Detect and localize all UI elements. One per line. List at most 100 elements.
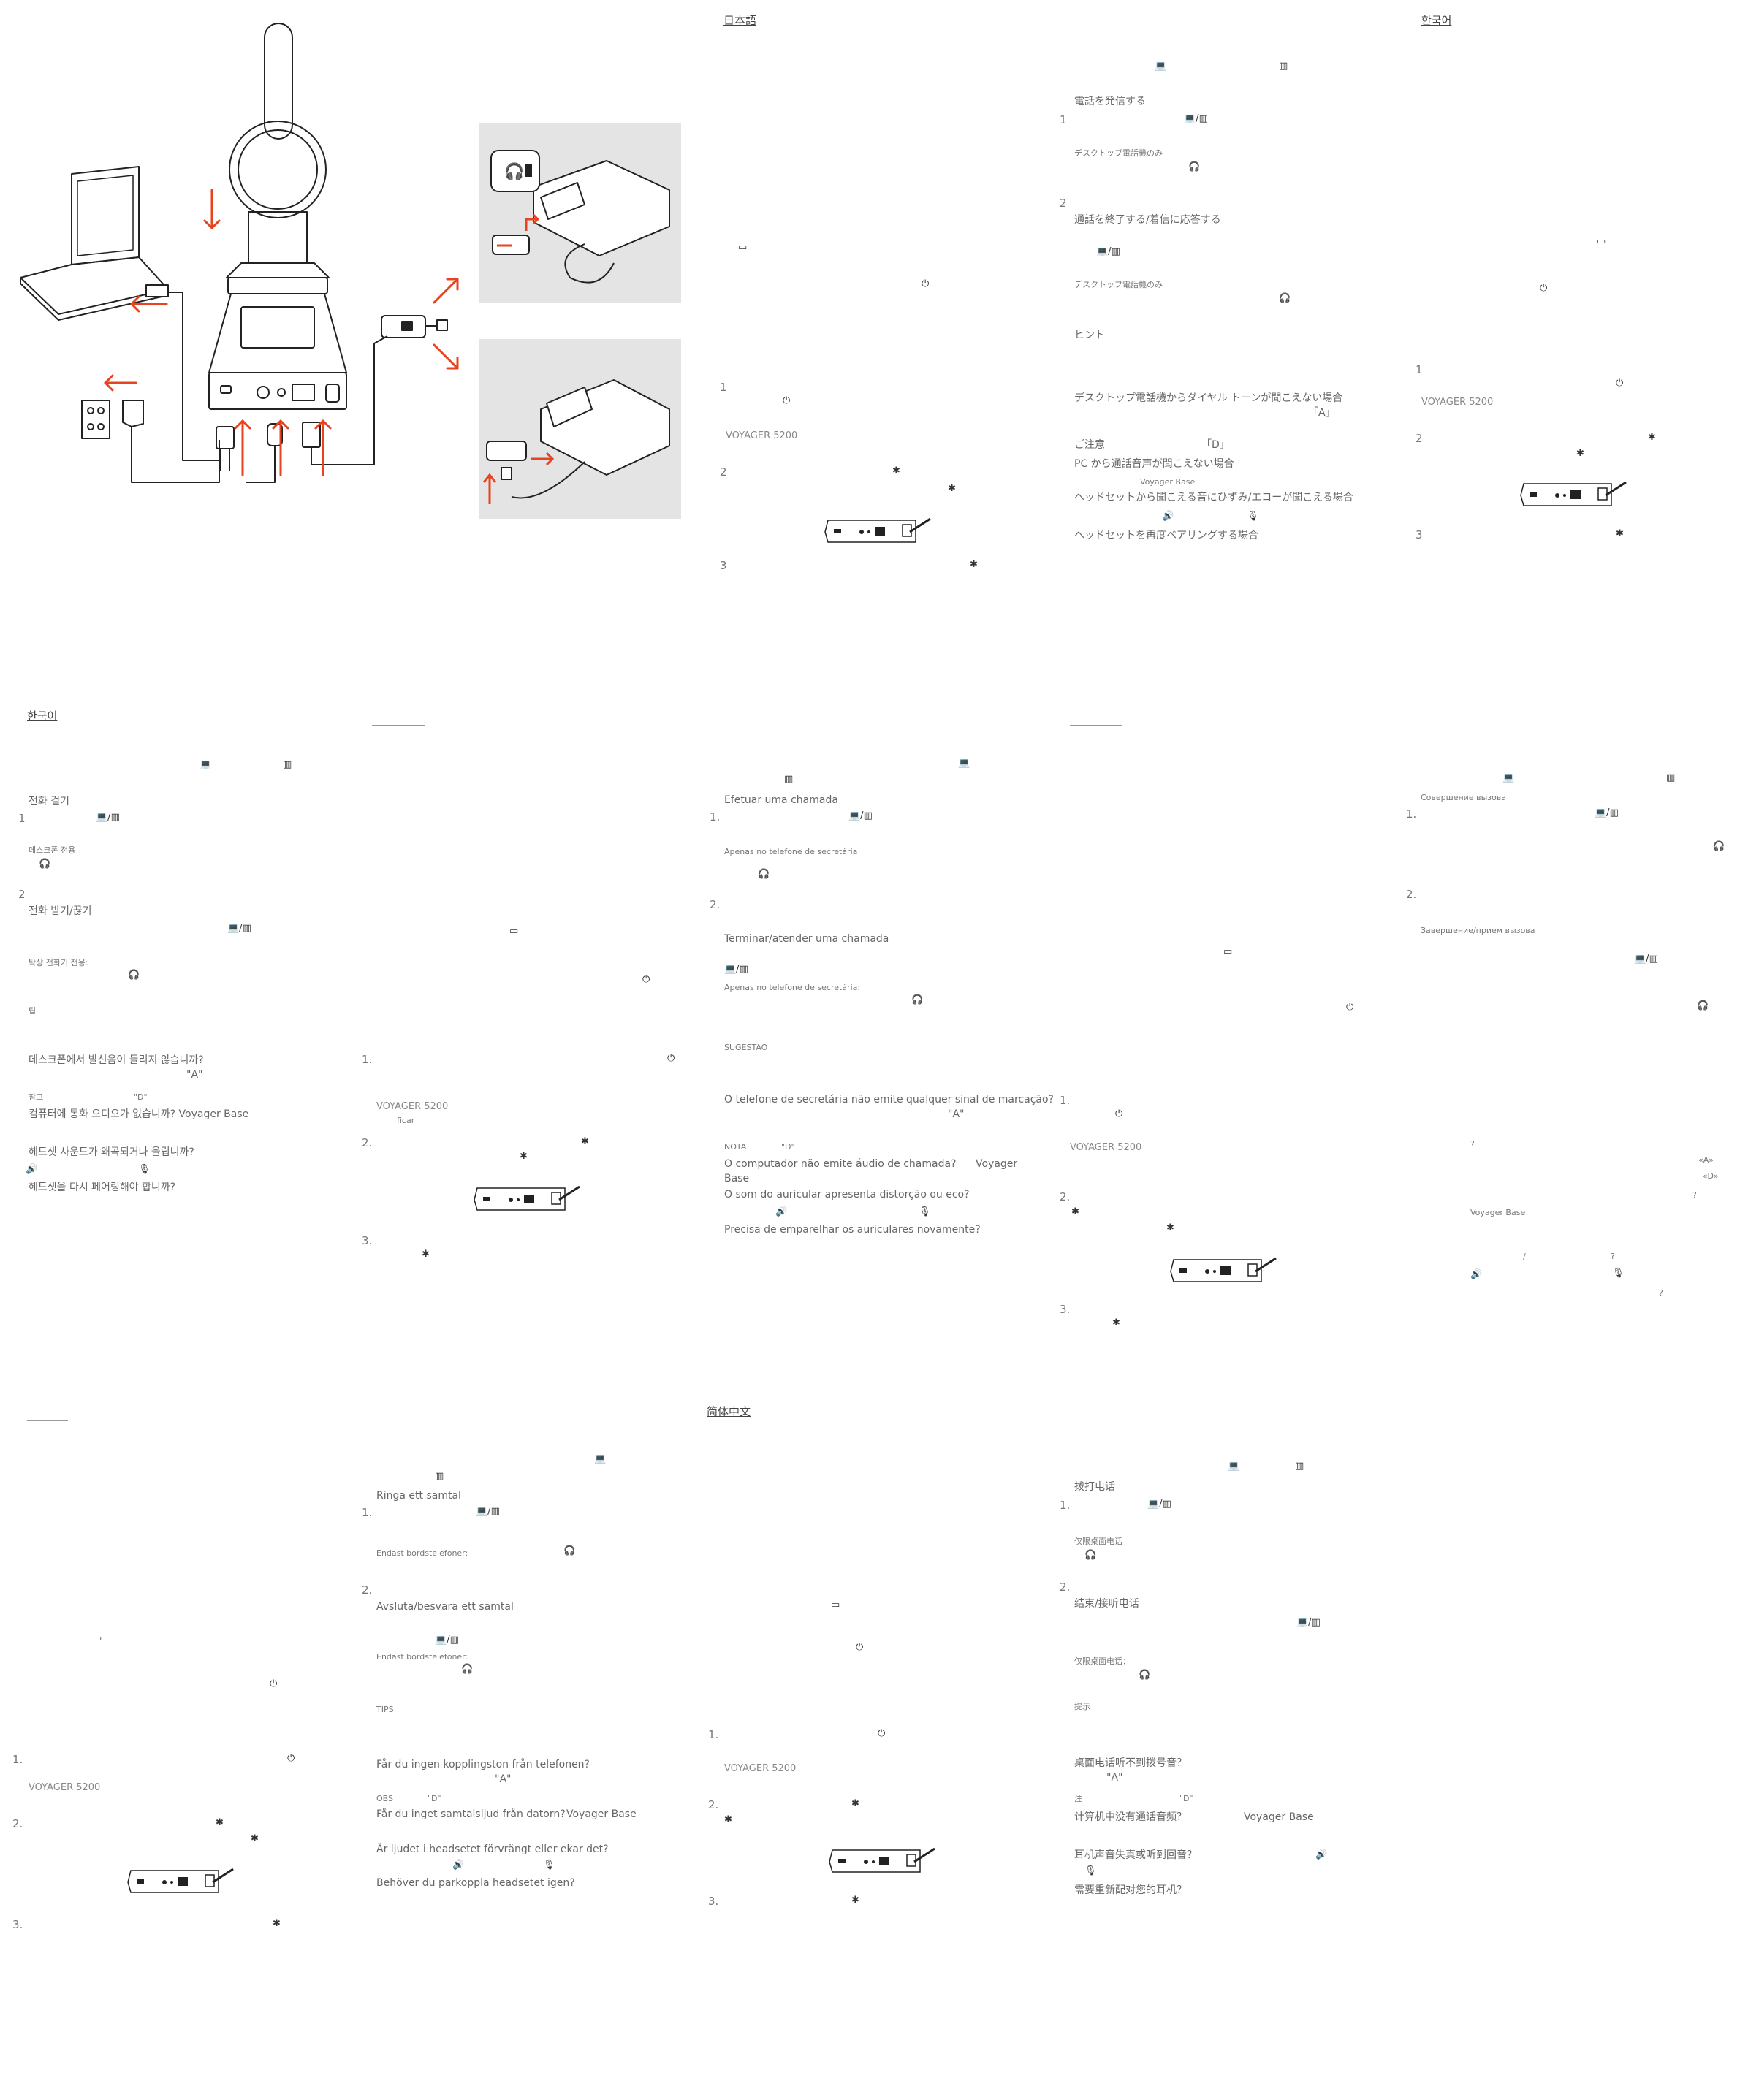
product-name: VOYAGER 5200 — [1421, 397, 1494, 408]
step-number: 2 — [18, 888, 26, 901]
note-label: NOTA — [724, 1142, 747, 1152]
volume-icon: 🔊 — [26, 1164, 38, 1175]
make-call-heading: 전화 걸기 — [29, 796, 69, 807]
laptop-icon: 💻/▥ — [724, 964, 748, 975]
headset-illustration — [229, 23, 327, 264]
voyager-label: Voyager — [976, 1158, 1018, 1170]
japanese-section-continued: 💻 ▥ 電話を発信する 1 💻/▥ デスクトップ電話機のみ 🎧 2 通話を終了す… — [1060, 58, 1403, 753]
step-number: 1. — [362, 1506, 373, 1519]
headset-icon: 🎧 — [1139, 1670, 1151, 1681]
base-ports-illustration — [829, 1847, 935, 1873]
battery-icon: ▭ — [831, 1599, 840, 1610]
desk-phone-icon: ▥ — [1295, 1461, 1304, 1472]
tip-label: SUGESTÃO — [724, 1043, 768, 1052]
step-number: 3. — [1060, 1303, 1071, 1316]
step-number: 2. — [710, 898, 721, 911]
desk-phone-only-label: Endast bordstelefoner: — [376, 1548, 468, 1558]
step-number: 2. — [1060, 1190, 1071, 1203]
bluetooth-icon: ✱ — [1576, 448, 1584, 459]
faq-repair: ヘッドセットを再度ペアリングする場合 — [1074, 530, 1258, 541]
bluetooth-icon: ✱ — [851, 1798, 859, 1809]
headset-icon: 🎧 — [758, 869, 770, 880]
question-mark: ? — [1470, 1139, 1475, 1149]
tip-label: 팁 — [29, 1006, 37, 1016]
mute-icon: 🎙 — [543, 1860, 555, 1871]
end-answer-heading: Terminar/atender uma chamada — [724, 933, 889, 945]
faq-distortion: ヘッドセットから聞こえる音にひずみ/エコーが聞こえる場合 — [1074, 492, 1353, 503]
desk-phone-only-label: 탁상 전화기 전용: — [29, 958, 88, 967]
headset-icon: 🎧 — [1188, 161, 1201, 172]
question-mark: ? — [1659, 1288, 1663, 1298]
bluetooth-icon: ✱ — [1112, 1317, 1120, 1328]
switch-setting-a: "A" — [186, 1069, 203, 1081]
power-icon: ⏻ — [1346, 1002, 1354, 1013]
question-mark: ? — [1692, 1190, 1697, 1200]
bluetooth-icon: ✱ — [1648, 432, 1656, 443]
heading-underline — [27, 1420, 68, 1421]
end-answer-heading: 通話を終了する/着信に応答する — [1074, 214, 1221, 226]
step-number: 2. — [12, 1817, 23, 1830]
bluetooth-icon: ✱ — [948, 483, 956, 494]
product-name: VOYAGER 5200 — [726, 430, 798, 441]
desk-phone-only-label: Endast bordstelefoner: — [376, 1652, 468, 1662]
laptop-icon: 💻/▥ — [1147, 1499, 1171, 1510]
unknown-language-section-1: 1. ⏻ VOYAGER 5200 ficar 2. ✱ ✱ 3. ✱ — [362, 710, 705, 1404]
laptop-icon: 💻/▥ — [435, 1635, 459, 1646]
faq-dial-tone: Får du ingen kopplingston från telefonen… — [376, 1759, 590, 1770]
volume-icon: 🔊 — [452, 1860, 465, 1871]
laptop-icon: 💻 — [958, 758, 970, 769]
base-label: Base — [724, 1173, 750, 1184]
bluetooth-icon: ✱ — [1166, 1222, 1174, 1233]
step-number: 2. — [708, 1798, 719, 1811]
switch-setting-d: "D" — [134, 1092, 148, 1102]
headset-icon: 🎧 — [1697, 1000, 1709, 1011]
switch-setting-a: "A" — [948, 1108, 965, 1120]
bluetooth-icon: ✱ — [581, 1136, 589, 1147]
japanese-section: 日本語 ▭ ⏻ 1 ⏻ VOYAGER 5200 2 ✱ ✱ 3 ✱ — [720, 15, 1063, 709]
faq-pc-audio: Får du inget samtalsljud från datorn? — [376, 1808, 566, 1820]
power-icon: ⏻ — [878, 1728, 886, 1739]
bluetooth-icon: ✱ — [1071, 1206, 1079, 1217]
make-call-heading: Совершение вызова — [1421, 793, 1507, 802]
step-number: 1. — [362, 1053, 373, 1066]
svg-text:🎧: 🎧 — [504, 162, 524, 181]
note-label: OBS — [376, 1794, 393, 1803]
power-icon: ⏻ — [642, 974, 650, 985]
headset-icon: 🎧 — [911, 994, 924, 1005]
headset-icon: 🎧 — [39, 859, 51, 870]
faq-repair: 헤드셋을 다시 페어링해야 합니까? — [29, 1182, 176, 1193]
step-number: 1. — [1060, 1499, 1071, 1512]
desk-phone-only-label: 仅限桌面电话： — [1074, 1656, 1131, 1666]
faq-repair: Behöver du parkoppla headsetet igen? — [376, 1877, 575, 1889]
faq-dial-tone: O telefone de secretária não emite qualq… — [724, 1094, 1054, 1106]
headset-icon: 🎧 — [1279, 293, 1291, 304]
chinese-section-top: 简体中文 ▭ ⏻ 1. ⏻ VOYAGER 5200 2. ✱ ✱ 3. ✱ — [705, 1406, 1049, 2100]
faq-pc-audio: 컴퓨터에 통화 오디오가 없습니까? Voyager Base — [29, 1108, 249, 1120]
desk-phone-icon: ▥ — [784, 774, 794, 785]
setup-illustration: 🎧 — [20, 23, 681, 519]
desk-phone-only-label: デスクトップ電話機のみ — [1074, 148, 1163, 158]
step-number: 1. — [1060, 1094, 1071, 1107]
power-icon: ⏻ — [667, 1053, 675, 1064]
end-answer-heading: Avsluta/besvara ett samtal — [376, 1601, 514, 1613]
step-number: 1. — [1406, 807, 1417, 821]
bluetooth-icon: ✱ — [851, 1895, 859, 1906]
faq-distortion: O som do auricular apresenta distorção o… — [724, 1189, 970, 1201]
laptop-icon: 💻/▥ — [1296, 1617, 1321, 1628]
slash: / — [1523, 1252, 1526, 1261]
bluetooth-icon: ✱ — [1616, 528, 1624, 539]
step-number: 2. — [1406, 888, 1417, 901]
step-number: 1 — [1416, 363, 1423, 376]
bluetooth-icon: ✱ — [216, 1817, 224, 1828]
korean-section: 한국어 💻 ▥ 전화 걸기 1 💻/▥ 데스크폰 전용 🎧 2 전화 받기/끊기… — [18, 710, 650, 1404]
heading-underline — [372, 725, 425, 726]
faq-dial-tone: 데스크폰에서 발신음이 들리지 않습니까? — [29, 1054, 204, 1066]
step-number: 2. — [1060, 1580, 1071, 1594]
laptop-icon: 💻/▥ — [1634, 954, 1658, 965]
desk-phone-icon: ▥ — [435, 1471, 444, 1482]
desk-phone-only-label: Apenas no telefone de secretária — [724, 847, 858, 856]
laptop-icon: 💻/▥ — [848, 810, 873, 821]
power-icon: ⏻ — [783, 395, 791, 406]
laptop-icon: 💻/▥ — [476, 1506, 500, 1517]
russian-section: 💻 ▥ Совершение вызова 1. 💻/▥ 🎧 2. Заверш… — [1403, 710, 1740, 1404]
